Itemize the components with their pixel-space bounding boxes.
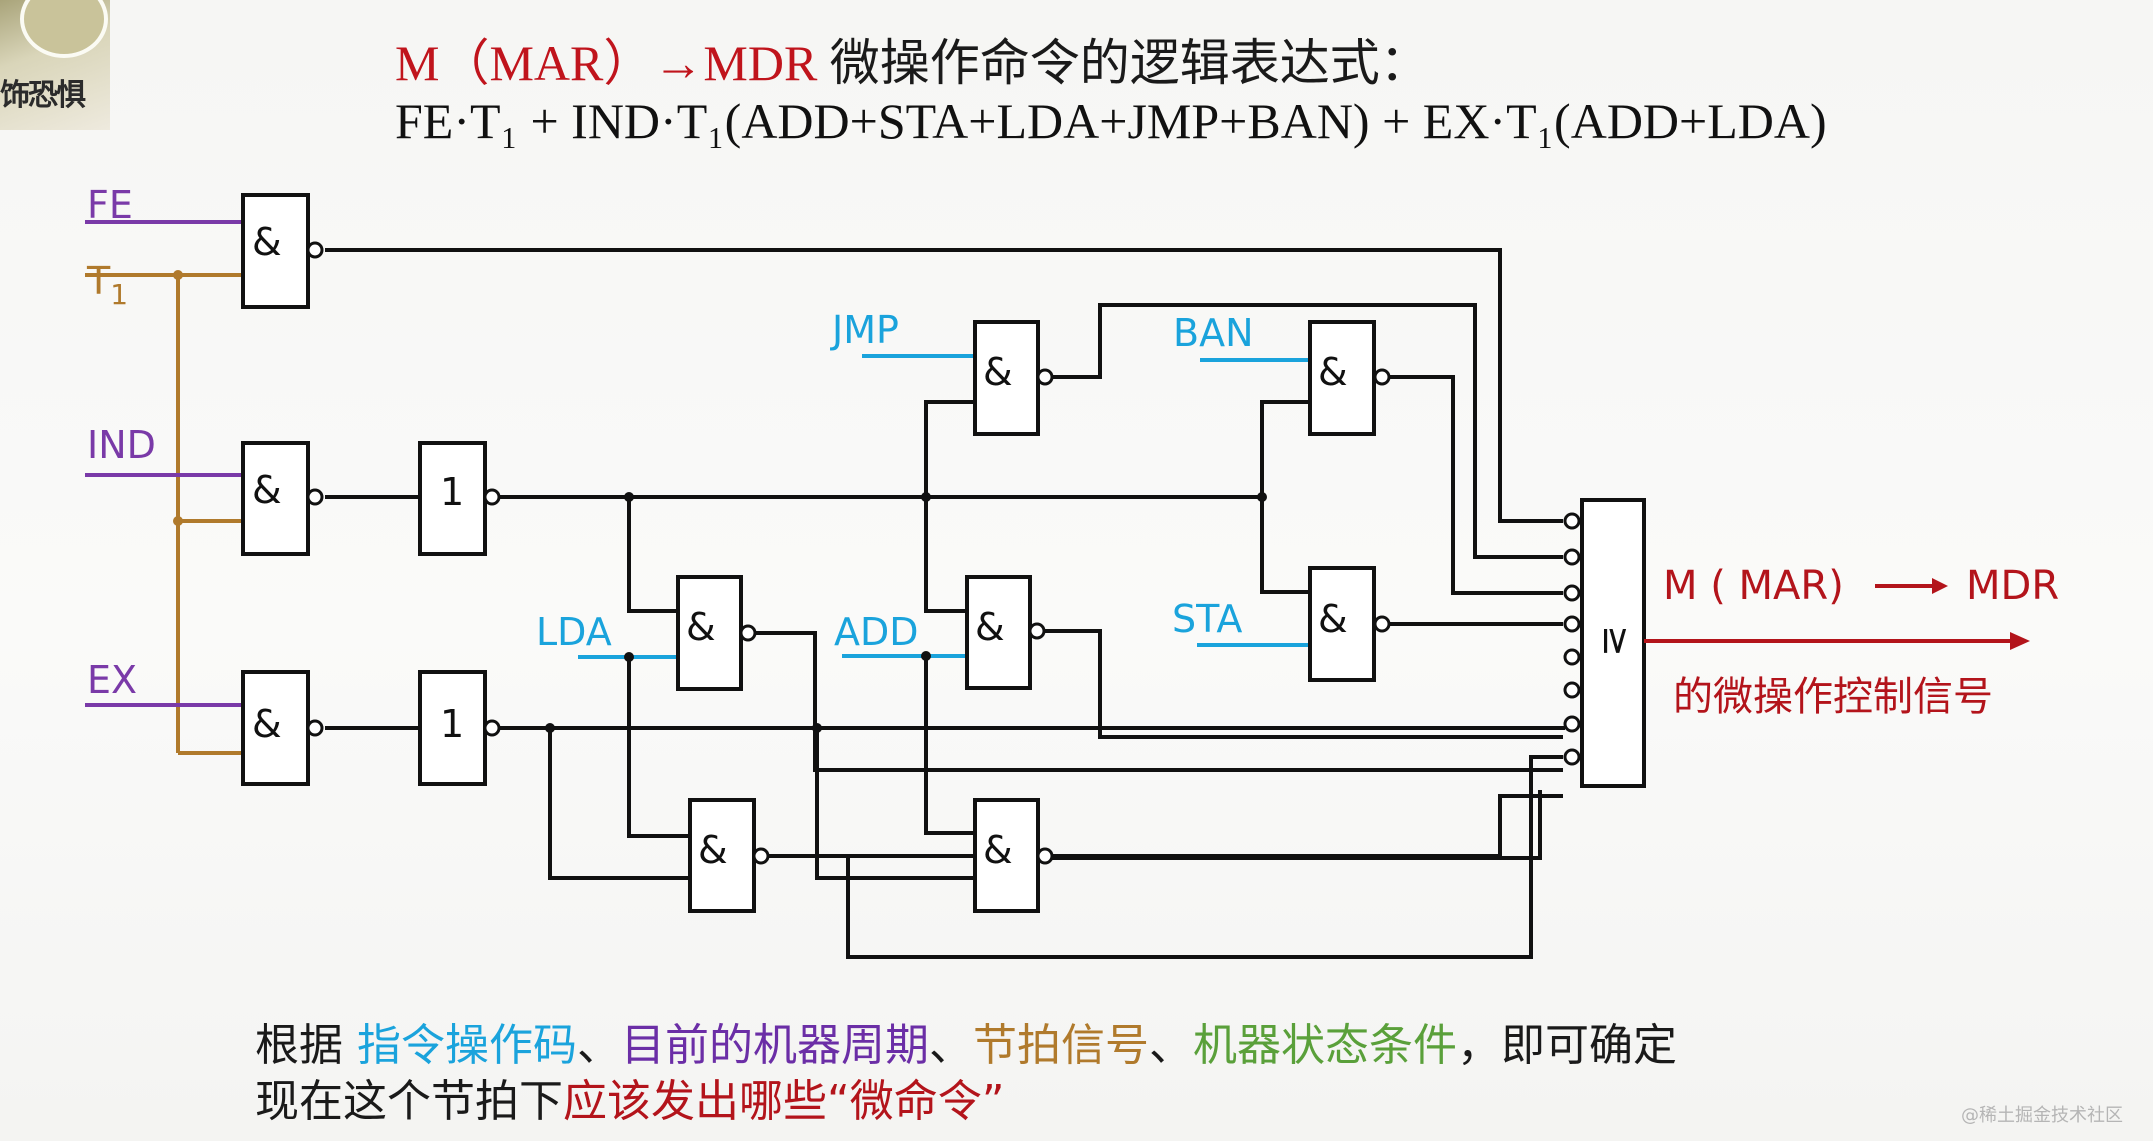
logic-expression: FE·T₁ + IND·T₁(ADD+STA+LDA+JMP+BAN) + EX… xyxy=(395,93,1827,149)
wire-ind-to-lda-gate xyxy=(627,497,678,613)
output-arrowhead xyxy=(2010,632,2030,650)
svg-text:&: & xyxy=(975,605,1005,649)
output-label-signal: M ( MAR) xyxy=(1663,563,1844,609)
add-label: ADD xyxy=(834,610,919,654)
junction xyxy=(624,652,634,662)
junction xyxy=(624,492,634,502)
wire-ex-t1-bus xyxy=(492,726,1565,730)
svg-text:&: & xyxy=(1318,597,1348,641)
and-gate-ex: & xyxy=(241,670,324,786)
wire-lda-ind-out xyxy=(754,631,1563,772)
svg-text:&: & xyxy=(252,468,282,512)
and-gate-add-ex: & xyxy=(973,798,1054,913)
junction xyxy=(921,651,931,661)
jmp-label: JMP xyxy=(830,308,899,352)
lda-label: LDA xyxy=(536,610,612,654)
and-gate-ind: & xyxy=(241,441,324,556)
wire-lda-ex-out xyxy=(763,794,1563,858)
wire-ind-to-ban-gate xyxy=(1260,400,1310,497)
junction xyxy=(1257,492,1267,502)
wire-ex-to-add2-gate xyxy=(815,728,975,880)
junction xyxy=(545,723,555,733)
wire-ex-to-lda2-gate xyxy=(548,728,690,880)
wire-ind-to-add-gate xyxy=(924,497,967,613)
svg-text:&: & xyxy=(252,702,282,746)
and-gate-add: & xyxy=(965,575,1046,690)
channel-logo: 饰恐惧 xyxy=(0,0,110,130)
fe-label: FE xyxy=(87,183,133,227)
svg-text:&: & xyxy=(983,350,1013,394)
wire-lda-to-lda2-gate xyxy=(627,657,690,838)
wire-ind-to-sta-gate xyxy=(1260,497,1310,594)
wire-ind-to-jmp-gate xyxy=(924,400,975,497)
output-label-desc: 的微操作控制信号 xyxy=(1673,674,1993,720)
and-gate-jmp: & xyxy=(973,320,1054,436)
or-gate: ≥ xyxy=(1563,498,1646,788)
ind-label: IND xyxy=(87,423,156,467)
output-label-target: MDR xyxy=(1966,563,2059,609)
ban-label: BAN xyxy=(1173,311,1254,355)
and-gate-sta: & xyxy=(1308,566,1391,682)
t1-label: T1 xyxy=(86,259,128,311)
ex-label: EX xyxy=(87,658,137,702)
title-signal: M（MAR）→MDR xyxy=(395,35,818,91)
explanation-line-1: 根据 指令操作码、目前的机器周期、节拍信号、机器状态条件，即可确定 xyxy=(255,1020,1677,1071)
wire-jmp-out xyxy=(1045,303,1563,559)
and-gate-lda-ex: & xyxy=(688,798,770,913)
sta-label: STA xyxy=(1172,597,1242,641)
title-rest: 微操作命令的逻辑表达式： xyxy=(817,35,1430,91)
logo-text: 饰恐惧 xyxy=(0,78,86,113)
and-gate-ban: & xyxy=(1308,320,1391,436)
wire-fe-t1-out xyxy=(325,248,1563,523)
wire-add-to-add2-gate xyxy=(924,656,975,835)
and-gate-lda: & xyxy=(676,575,757,691)
signal-wires xyxy=(325,248,1565,959)
watermark: @稀土掘金技术社区 xyxy=(1961,1105,2123,1126)
input-wires xyxy=(85,220,1310,755)
svg-text:&: & xyxy=(686,605,716,649)
explanation-line-2: 现在这个节拍下应该发出哪些“微命令” xyxy=(255,1076,1005,1127)
not-gate-ex: 1 xyxy=(418,670,501,786)
svg-text:&: & xyxy=(252,220,282,264)
t1-junction xyxy=(173,270,183,280)
svg-text:1: 1 xyxy=(440,702,464,746)
svg-text:1: 1 xyxy=(440,470,464,514)
svg-text:&: & xyxy=(698,828,728,872)
output-label-arrowhead xyxy=(1932,578,1948,594)
wire-bottom-loop xyxy=(846,755,1563,959)
page-title: M（MAR）→MDR 微操作命令的逻辑表达式： xyxy=(395,38,1430,88)
svg-text:&: & xyxy=(1318,350,1348,394)
svg-text:&: & xyxy=(983,828,1013,872)
svg-text:≥: ≥ xyxy=(1595,625,1639,657)
t1-junction xyxy=(173,516,183,526)
and-gate-fe: & xyxy=(241,193,324,309)
junction xyxy=(921,492,931,502)
wire-ban-out xyxy=(1386,375,1563,595)
explanation-text: 根据 指令操作码、目前的机器周期、节拍信号、机器状态条件，即可确定 现在这个节拍… xyxy=(255,1018,1677,1130)
not-gate-ind: 1 xyxy=(418,441,501,556)
wire-add-ex-out xyxy=(1050,790,1542,860)
